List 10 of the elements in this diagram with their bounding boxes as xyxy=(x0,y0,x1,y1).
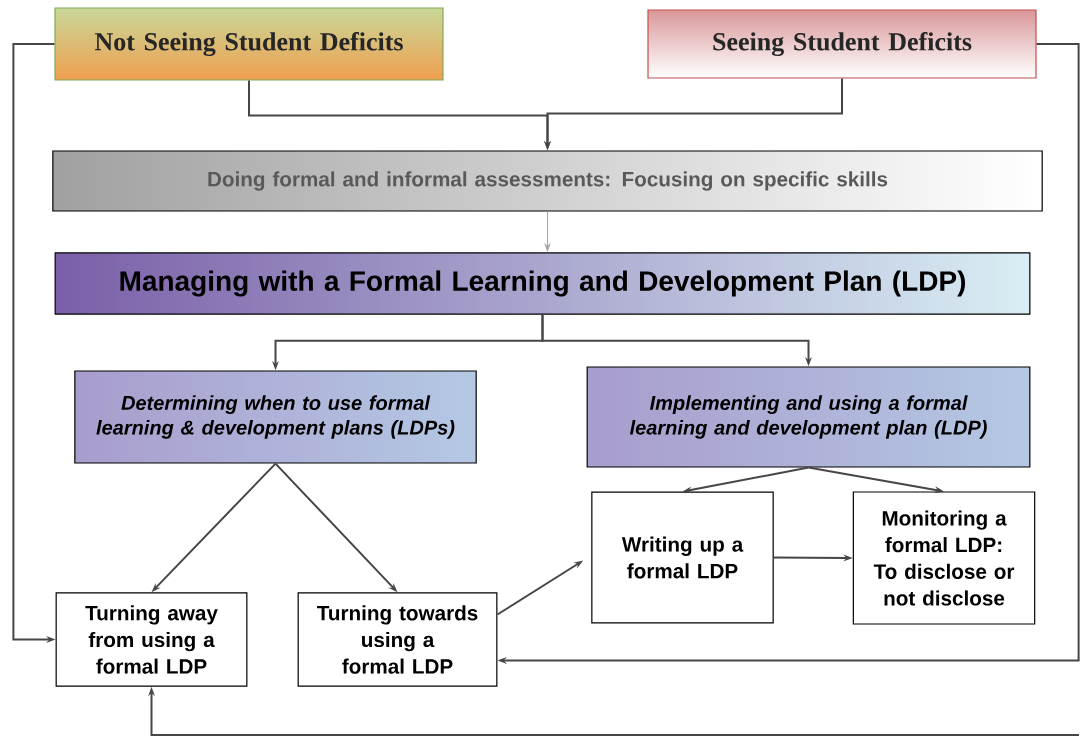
process-box: Monitoring a formal LDP: To disclose or not disclose xyxy=(852,491,1036,625)
process-box: Turning away from using a formal LDP xyxy=(55,592,248,687)
process-box: Turning towards using a formal LDP xyxy=(297,592,498,687)
theme-box: Implementing and using a formal learning and development plan (LDP) xyxy=(586,366,1031,468)
title-banner: Managing with a Formal Learning and Development Plan (LDP) xyxy=(54,252,1031,315)
theme-box: Determining when to use formal learning & development plans (LDPs) xyxy=(74,370,477,464)
process-box: Doing formal and informal assessments: Focusing on specific skills xyxy=(52,150,1043,212)
heading-box: Not Seeing Student Deficits xyxy=(54,7,444,81)
process-box: Writing up a formal LDP xyxy=(591,491,774,624)
heading-box: Seeing Student Deficits xyxy=(647,9,1037,79)
